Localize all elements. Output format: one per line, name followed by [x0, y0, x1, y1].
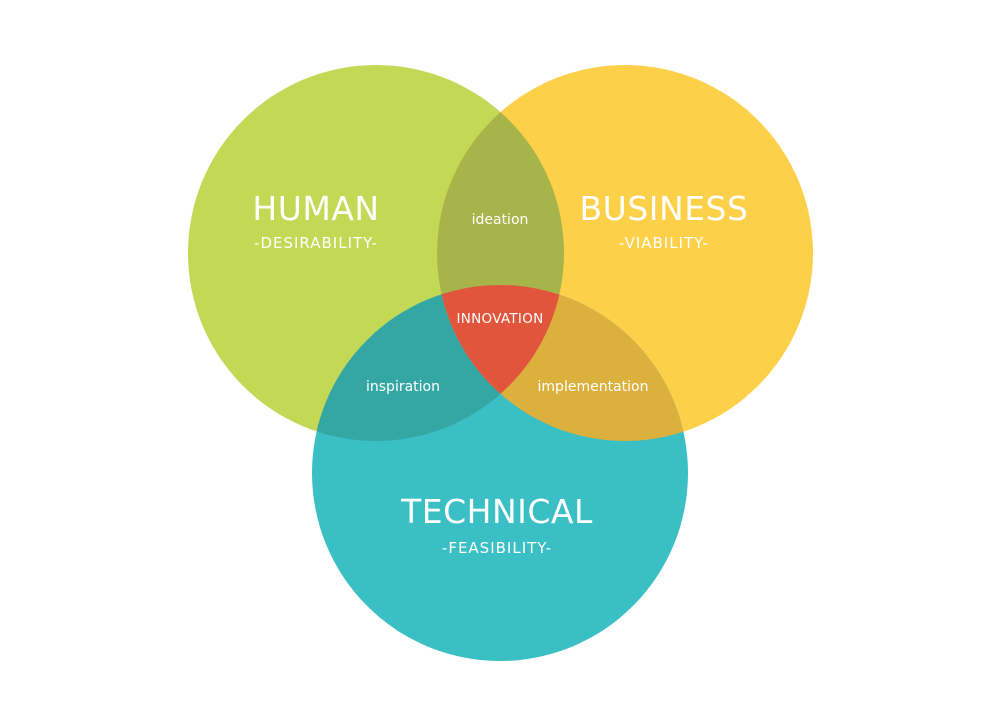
- ideation-label: ideation: [472, 212, 529, 228]
- human-title: HUMAN: [252, 189, 379, 228]
- technical-title: TECHNICAL: [400, 492, 593, 531]
- innovation-label: INNOVATION: [456, 311, 543, 327]
- business-technical-overlap: [437, 285, 688, 441]
- human-technical-overlap: [312, 285, 564, 441]
- implementation-label: implementation: [538, 379, 649, 395]
- business-subtitle: -VIABILITY-: [619, 234, 709, 252]
- technical-subtitle: -FEASIBILITY-: [442, 539, 552, 557]
- business-title: BUSINESS: [580, 189, 749, 228]
- human-subtitle: -DESIRABILITY-: [254, 234, 378, 252]
- inspiration-label: inspiration: [366, 379, 440, 395]
